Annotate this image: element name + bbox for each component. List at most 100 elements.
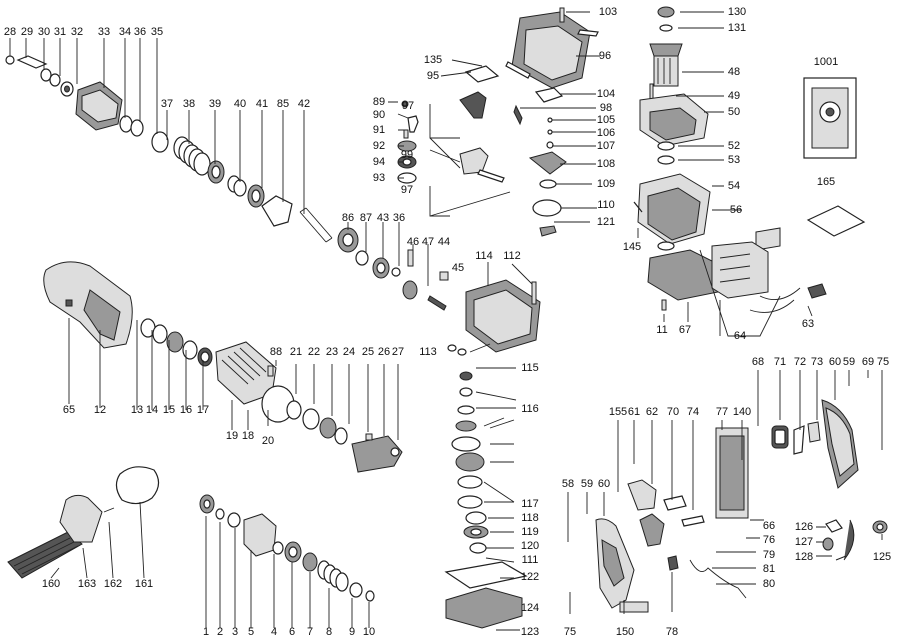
part-label-75b: 75 — [563, 626, 577, 638]
part-label-96: 96 — [598, 50, 612, 62]
part-label-69: 69 — [861, 356, 875, 368]
part-label-23: 23 — [325, 346, 339, 358]
part-label-26: 26 — [377, 346, 391, 358]
part-label-145: 145 — [622, 241, 642, 253]
leader-lines — [9, 11, 883, 631]
part-label-114: 114 — [475, 250, 493, 262]
part-label-22: 22 — [307, 346, 321, 358]
part-label-21: 21 — [289, 346, 303, 358]
part-label-68: 68 — [751, 356, 765, 368]
gear-housing-parts — [397, 7, 599, 237]
housing-assembly-parts — [43, 261, 403, 473]
part-label-119: 119 — [521, 526, 539, 538]
part-label-118: 118 — [521, 512, 539, 524]
part-label-107: 107 — [596, 140, 616, 152]
part-label-2: 2 — [216, 626, 224, 638]
part-label-99: 99 — [400, 149, 414, 161]
part-label-85: 85 — [276, 98, 290, 110]
part-label-98: 98 — [599, 102, 613, 114]
part-label-6: 6 — [288, 626, 296, 638]
part-label-104: 104 — [596, 88, 616, 100]
part-label-122: 122 — [520, 571, 540, 583]
part-label-9: 9 — [348, 626, 356, 638]
part-label-4: 4 — [270, 626, 278, 638]
part-label-130: 130 — [727, 6, 747, 18]
part-label-116: 116 — [521, 403, 539, 415]
part-label-127: 127 — [794, 536, 814, 548]
part-label-38: 38 — [182, 98, 196, 110]
part-label-76: 76 — [762, 534, 776, 546]
chuck-parts — [199, 494, 375, 602]
part-label-161: 161 — [134, 578, 154, 590]
part-label-125: 125 — [872, 551, 892, 563]
motor-parts — [633, 6, 711, 251]
part-label-45: 45 — [451, 262, 465, 274]
part-label-52: 52 — [727, 140, 741, 152]
part-label-29: 29 — [20, 26, 34, 38]
part-label-41: 41 — [255, 98, 269, 110]
part-label-30: 30 — [37, 26, 51, 38]
part-label-16: 16 — [179, 404, 193, 416]
part-label-1: 1 — [202, 626, 210, 638]
part-label-62: 62 — [645, 406, 659, 418]
part-label-97a: 97 — [401, 100, 415, 112]
part-label-54: 54 — [727, 180, 741, 192]
part-label-155: 155 — [608, 406, 628, 418]
part-label-112: 112 — [503, 250, 521, 262]
part-label-58: 58 — [561, 478, 575, 490]
part-label-113: 113 — [419, 346, 437, 358]
part-label-90: 90 — [372, 109, 386, 121]
part-label-123: 123 — [520, 626, 540, 638]
part-label-36a: 36 — [133, 26, 147, 38]
part-label-163: 163 — [77, 578, 97, 590]
part-label-81: 81 — [762, 563, 776, 575]
electronics-parts — [647, 77, 866, 313]
part-label-77: 77 — [715, 406, 729, 418]
part-label-24: 24 — [342, 346, 356, 358]
part-label-7: 7 — [306, 626, 314, 638]
part-label-120: 120 — [520, 540, 540, 552]
spring-38 — [173, 136, 211, 176]
part-label-86: 86 — [341, 212, 355, 224]
part-label-93: 93 — [372, 172, 386, 184]
part-label-27: 27 — [391, 346, 405, 358]
part-label-162: 162 — [103, 578, 123, 590]
part-label-56: 56 — [729, 204, 743, 216]
part-label-103: 103 — [598, 6, 618, 18]
part-label-15: 15 — [162, 404, 176, 416]
part-label-40: 40 — [233, 98, 247, 110]
part-label-67: 67 — [678, 324, 692, 336]
side-handle-parts — [7, 466, 160, 579]
part-label-66: 66 — [762, 520, 776, 532]
part-label-28: 28 — [3, 26, 17, 38]
part-label-11: 11 — [656, 324, 668, 336]
part-label-60a: 60 — [828, 356, 842, 368]
part-label-14: 14 — [145, 404, 159, 416]
part-label-60b: 60 — [597, 478, 611, 490]
part-label-63: 63 — [801, 318, 815, 330]
part-label-97b: 97 — [400, 184, 414, 196]
part-label-80: 80 — [762, 578, 776, 590]
part-label-20: 20 — [261, 435, 275, 447]
part-label-34: 34 — [118, 26, 132, 38]
part-label-95: 95 — [426, 70, 440, 82]
part-label-64: 64 — [733, 330, 747, 342]
part-label-88: 88 — [269, 346, 283, 358]
part-label-44: 44 — [437, 236, 451, 248]
part-label-72: 72 — [793, 356, 807, 368]
part-label-49: 49 — [727, 90, 741, 102]
part-label-87: 87 — [359, 212, 373, 224]
part-label-25: 25 — [361, 346, 375, 358]
part-label-135: 135 — [423, 54, 443, 66]
part-label-131: 131 — [727, 22, 747, 34]
part-label-37: 37 — [160, 98, 174, 110]
part-label-110: 110 — [597, 199, 615, 211]
part-label-17: 17 — [196, 404, 210, 416]
part-label-43: 43 — [376, 212, 390, 224]
part-label-71: 71 — [773, 356, 787, 368]
part-label-32: 32 — [70, 26, 84, 38]
hammer-mechanism-parts — [444, 279, 541, 629]
part-label-33: 33 — [97, 26, 111, 38]
part-label-75a: 75 — [876, 356, 890, 368]
